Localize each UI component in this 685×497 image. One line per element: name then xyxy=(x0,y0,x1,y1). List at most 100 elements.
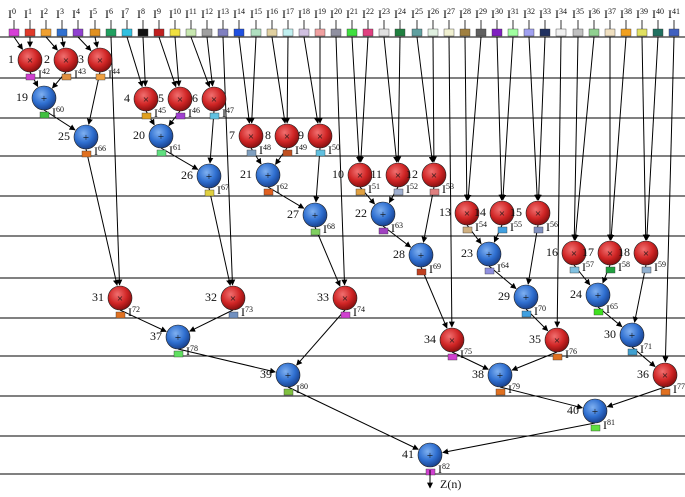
edge-I26-12 xyxy=(430,36,437,163)
input-swatch xyxy=(346,28,358,37)
node-circle xyxy=(652,362,678,388)
edge-I39-18 xyxy=(641,36,649,241)
output-swatch xyxy=(246,149,257,157)
intermediate-label: I49 xyxy=(295,143,307,157)
node-number: 31 xyxy=(92,290,104,304)
input-label: I18 xyxy=(298,7,310,21)
intermediate-label: I81 xyxy=(603,418,615,432)
input-label: I37 xyxy=(604,7,616,21)
output-swatch xyxy=(141,112,152,120)
edge-26-32 xyxy=(208,187,233,286)
edge-20-26 xyxy=(160,147,199,170)
input-swatch xyxy=(314,28,326,37)
node-number: 29 xyxy=(498,289,510,303)
edge-I34-35 xyxy=(554,36,562,328)
output-swatch xyxy=(81,150,92,158)
node-number: 25 xyxy=(58,129,70,143)
output-swatch xyxy=(521,310,532,318)
intermediate-label: I42 xyxy=(38,67,50,81)
node-circle xyxy=(255,162,281,188)
multiply-icon: × xyxy=(143,94,149,106)
input-swatch xyxy=(491,28,503,37)
edge-9-27 xyxy=(313,147,321,203)
output-swatch xyxy=(61,73,72,81)
node-circle xyxy=(525,200,551,226)
node-number: 38 xyxy=(472,367,484,381)
input-swatch xyxy=(362,28,374,37)
input-label: I5 xyxy=(89,7,97,21)
edge-35-38 xyxy=(511,351,558,371)
multiply-icon: × xyxy=(395,170,401,182)
input-label: I17 xyxy=(282,7,294,21)
edge-27-33 xyxy=(314,226,341,287)
input-label: I30 xyxy=(491,7,503,21)
node-circle xyxy=(31,85,57,111)
input-swatch xyxy=(266,28,278,37)
input-swatch xyxy=(443,28,455,37)
node-circle xyxy=(201,86,227,112)
input-label: I25 xyxy=(411,7,423,21)
node-number: 5 xyxy=(158,91,164,105)
input-label: I1 xyxy=(24,7,32,21)
output-swatch xyxy=(315,149,326,157)
node-circle xyxy=(148,123,174,149)
edge-6-26 xyxy=(207,110,215,164)
multiply-icon: × xyxy=(449,335,455,347)
node-circle xyxy=(220,285,246,311)
edge-12-28 xyxy=(421,186,435,243)
input-swatch xyxy=(604,28,616,37)
output-swatch xyxy=(495,388,506,396)
output-swatch xyxy=(263,188,274,196)
node-number: 14 xyxy=(474,205,486,219)
multiply-icon: × xyxy=(554,335,560,347)
output-swatch xyxy=(378,227,389,235)
output-swatch xyxy=(310,228,321,236)
node-number: 16 xyxy=(546,245,558,259)
node-circle xyxy=(275,362,301,388)
multiply-icon: × xyxy=(464,208,470,220)
intermediate-label: I43 xyxy=(74,67,86,81)
node-circle xyxy=(165,324,191,350)
node-number: 15 xyxy=(510,205,522,219)
intermediate-label: I60 xyxy=(52,105,64,119)
input-swatch xyxy=(137,28,149,37)
output-swatch xyxy=(282,149,293,157)
output-swatch xyxy=(660,388,671,396)
output-swatch xyxy=(156,149,167,157)
node-number: 32 xyxy=(205,290,217,304)
input-swatch xyxy=(8,28,20,37)
intermediate-label: I65 xyxy=(606,302,618,316)
node-circle xyxy=(238,123,264,149)
multiply-icon: × xyxy=(230,293,236,305)
node-number: 28 xyxy=(393,247,405,261)
multiply-icon: × xyxy=(499,208,505,220)
intermediate-label: I55 xyxy=(510,220,522,234)
intermediate-label: I70 xyxy=(534,304,546,318)
edge-I10-5 xyxy=(174,36,182,87)
output-swatch xyxy=(416,268,427,276)
intermediate-label: I76 xyxy=(565,347,577,361)
output-swatch xyxy=(175,112,186,120)
input-swatch xyxy=(555,28,567,37)
intermediate-label: I68 xyxy=(323,222,335,236)
node-circle xyxy=(561,240,587,266)
edge-I18-9 xyxy=(303,36,321,124)
input-swatch xyxy=(24,28,36,37)
input-swatch xyxy=(233,28,245,37)
edge-21-27 xyxy=(267,186,305,209)
output-swatch xyxy=(497,226,508,234)
